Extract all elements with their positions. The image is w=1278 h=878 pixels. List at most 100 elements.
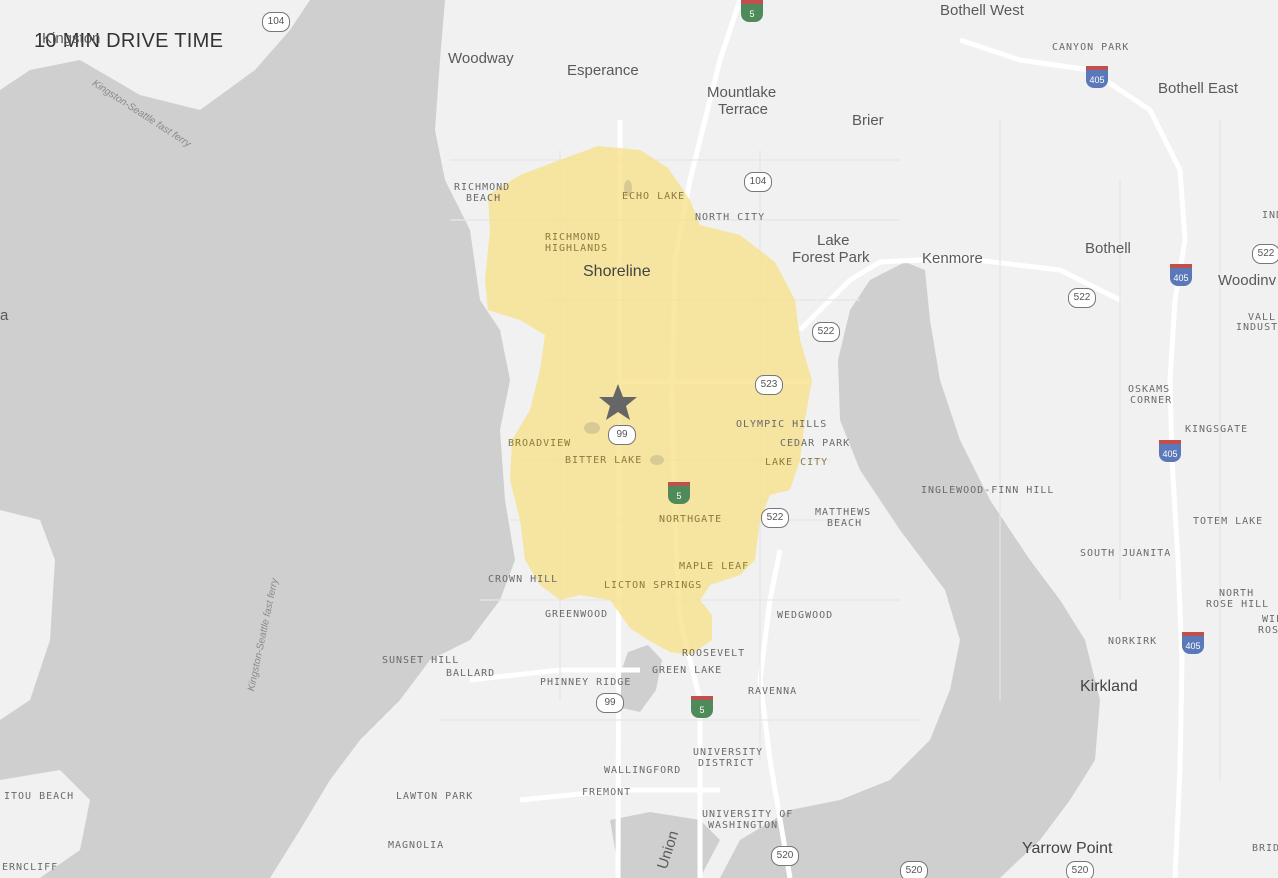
label-norkirk: NORKIRK: [1108, 636, 1158, 647]
label-kirkland: Kirkland: [1080, 678, 1138, 695]
label-cedar-park: CEDAR PARK: [780, 438, 851, 449]
label-esperance: Esperance: [567, 62, 639, 79]
i5-shield-b: 5: [668, 482, 690, 504]
label-woodway: Woodway: [448, 50, 514, 67]
label-wallingford: WALLINGFORD: [604, 765, 682, 776]
label-wedgwood: WEDGWOOD: [777, 610, 834, 621]
label-erncliff: ERNCLIFF: [2, 862, 59, 873]
label-north-rose-hill-1: NORTH: [1219, 588, 1255, 599]
sr99-shield-a: 99: [608, 425, 636, 445]
label-fremont: FREMONT: [582, 787, 632, 798]
label-echo-lake: ECHO LAKE: [622, 191, 686, 202]
label-north-rose-hill-2: ROSE HILL: [1206, 599, 1270, 610]
label-bridle: BRID: [1252, 843, 1278, 854]
label-brier: Brier: [852, 112, 884, 129]
label-lake-forest-park-1: Lake: [817, 232, 850, 249]
label-wil: WIL: [1262, 614, 1278, 625]
label-valley-1: VALL: [1248, 312, 1277, 323]
label-kingston: Kingston: [42, 30, 101, 47]
sr104-shield-mid: 104: [744, 172, 772, 192]
label-bothell-west: Bothell West: [940, 2, 1024, 19]
label-richmond-highlands-2: HIGHLANDS: [545, 243, 609, 254]
green-lake-water: [618, 645, 662, 712]
sr522-shield-c: 522: [761, 508, 789, 528]
echo-lake-water: [624, 180, 632, 196]
label-lawton-park: LAWTON PARK: [396, 791, 474, 802]
label-inglewood-finn-hill: INGLEWOOD-FINN HILL: [921, 485, 1055, 496]
label-sunset-hill: SUNSET HILL: [382, 655, 460, 666]
label-university-district-1: UNIVERSITY: [693, 747, 764, 758]
sr99-shield-b: 99: [596, 693, 624, 713]
sr523-shield: 523: [755, 375, 783, 395]
label-kenmore: Kenmore: [922, 250, 983, 267]
i5-shield-c: 5: [691, 696, 713, 718]
label-matthews-beach-1: MATTHEWS: [815, 507, 872, 518]
sr522-shield-b: 522: [812, 322, 840, 342]
i5-shield-a: 5: [741, 0, 763, 22]
i405-shield-d: 405: [1182, 632, 1204, 654]
label-northgate: NORTHGATE: [659, 514, 723, 525]
haller-lake-water: [584, 422, 600, 434]
label-crown-hill: CROWN HILL: [488, 574, 559, 585]
label-a: a: [0, 307, 9, 324]
label-roosevelt: ROOSEVELT: [682, 648, 746, 659]
i405-shield-b: 405: [1170, 264, 1192, 286]
label-bitter-lake: BITTER LAKE: [565, 455, 643, 466]
label-north-city: NORTH CITY: [695, 212, 766, 223]
sr522-shield-a: 522: [1068, 288, 1096, 308]
lake-union-water: [610, 812, 720, 878]
label-uw-2: WASHINGTON: [708, 820, 779, 831]
label-oskams-1: OSKAMS: [1128, 384, 1171, 395]
label-oskams-2: CORNER: [1130, 395, 1173, 406]
label-terrace: Terrace: [718, 101, 769, 118]
i405-shield-c: 405: [1159, 440, 1181, 462]
sr520-shield-a: 520: [771, 846, 799, 866]
label-licton-springs: LICTON SPRINGS: [604, 580, 703, 591]
label-matthews-beach-2: BEACH: [827, 518, 863, 529]
label-olympic-hills: OLYMPIC HILLS: [736, 419, 828, 430]
star-icon[interactable]: [598, 382, 638, 422]
label-richmond-beach-1: RICHMOND: [454, 182, 511, 193]
sr522-shield-edge: 522: [1252, 244, 1278, 264]
label-woodinville: Woodinv: [1218, 272, 1277, 289]
sr520-shield-c: 520: [1066, 861, 1094, 878]
lake-washington-water: [720, 262, 1100, 878]
sr104-shield: 104: [262, 12, 290, 32]
label-yarrow-point: Yarrow Point: [1022, 840, 1113, 857]
label-green-lake: GREEN LAKE: [652, 665, 723, 676]
label-ballard: BALLARD: [446, 668, 496, 679]
label-bothell-east: Bothell East: [1158, 80, 1239, 97]
label-magnolia: MAGNOLIA: [388, 840, 445, 851]
label-south-juanita: SOUTH JUANITA: [1080, 548, 1172, 559]
sr520-shield-b: 520: [900, 861, 928, 878]
shore-lower: [0, 770, 90, 878]
label-lake-forest-park-2: Forest Park: [792, 249, 870, 266]
drive-time-zone: [485, 146, 812, 655]
label-shoreline: Shoreline: [583, 263, 651, 280]
label-greenwood: GREENWOOD: [545, 609, 609, 620]
label-uw-1: UNIVERSITY OF: [702, 809, 794, 820]
label-mountlake: Mountlake: [707, 84, 777, 101]
label-richmond-highlands-1: RICHMOND: [545, 232, 602, 243]
bitter-lake-water: [650, 455, 664, 465]
label-phinney-ridge: PHINNEY RIDGE: [540, 677, 632, 688]
label-bothell: Bothell: [1085, 240, 1131, 257]
label-lake-city: LAKE CITY: [765, 457, 829, 468]
label-canyon-park: CANYON PARK: [1052, 42, 1130, 53]
label-richmond-beach-2: BEACH: [466, 193, 502, 204]
label-ravenna: RAVENNA: [748, 686, 798, 697]
label-totem-lake: TOTEM LAKE: [1193, 516, 1264, 527]
puget-sound-water: [0, 0, 515, 878]
label-broadview: BROADVIEW: [508, 438, 572, 449]
label-kingsgate: KINGSGATE: [1185, 424, 1249, 435]
label-ros: ROS: [1258, 625, 1278, 636]
map-title: 10 MIN DRIVE TIME: [34, 30, 224, 52]
label-valley-2: INDUST: [1236, 322, 1278, 333]
label-university-district-2: DISTRICT: [698, 758, 755, 769]
island-left: [0, 510, 55, 720]
label-maple-leaf: MAPLE LEAF: [679, 561, 750, 572]
i405-shield-a: 405: [1086, 66, 1108, 88]
label-itou-beach: ITOU BEACH: [4, 791, 75, 802]
